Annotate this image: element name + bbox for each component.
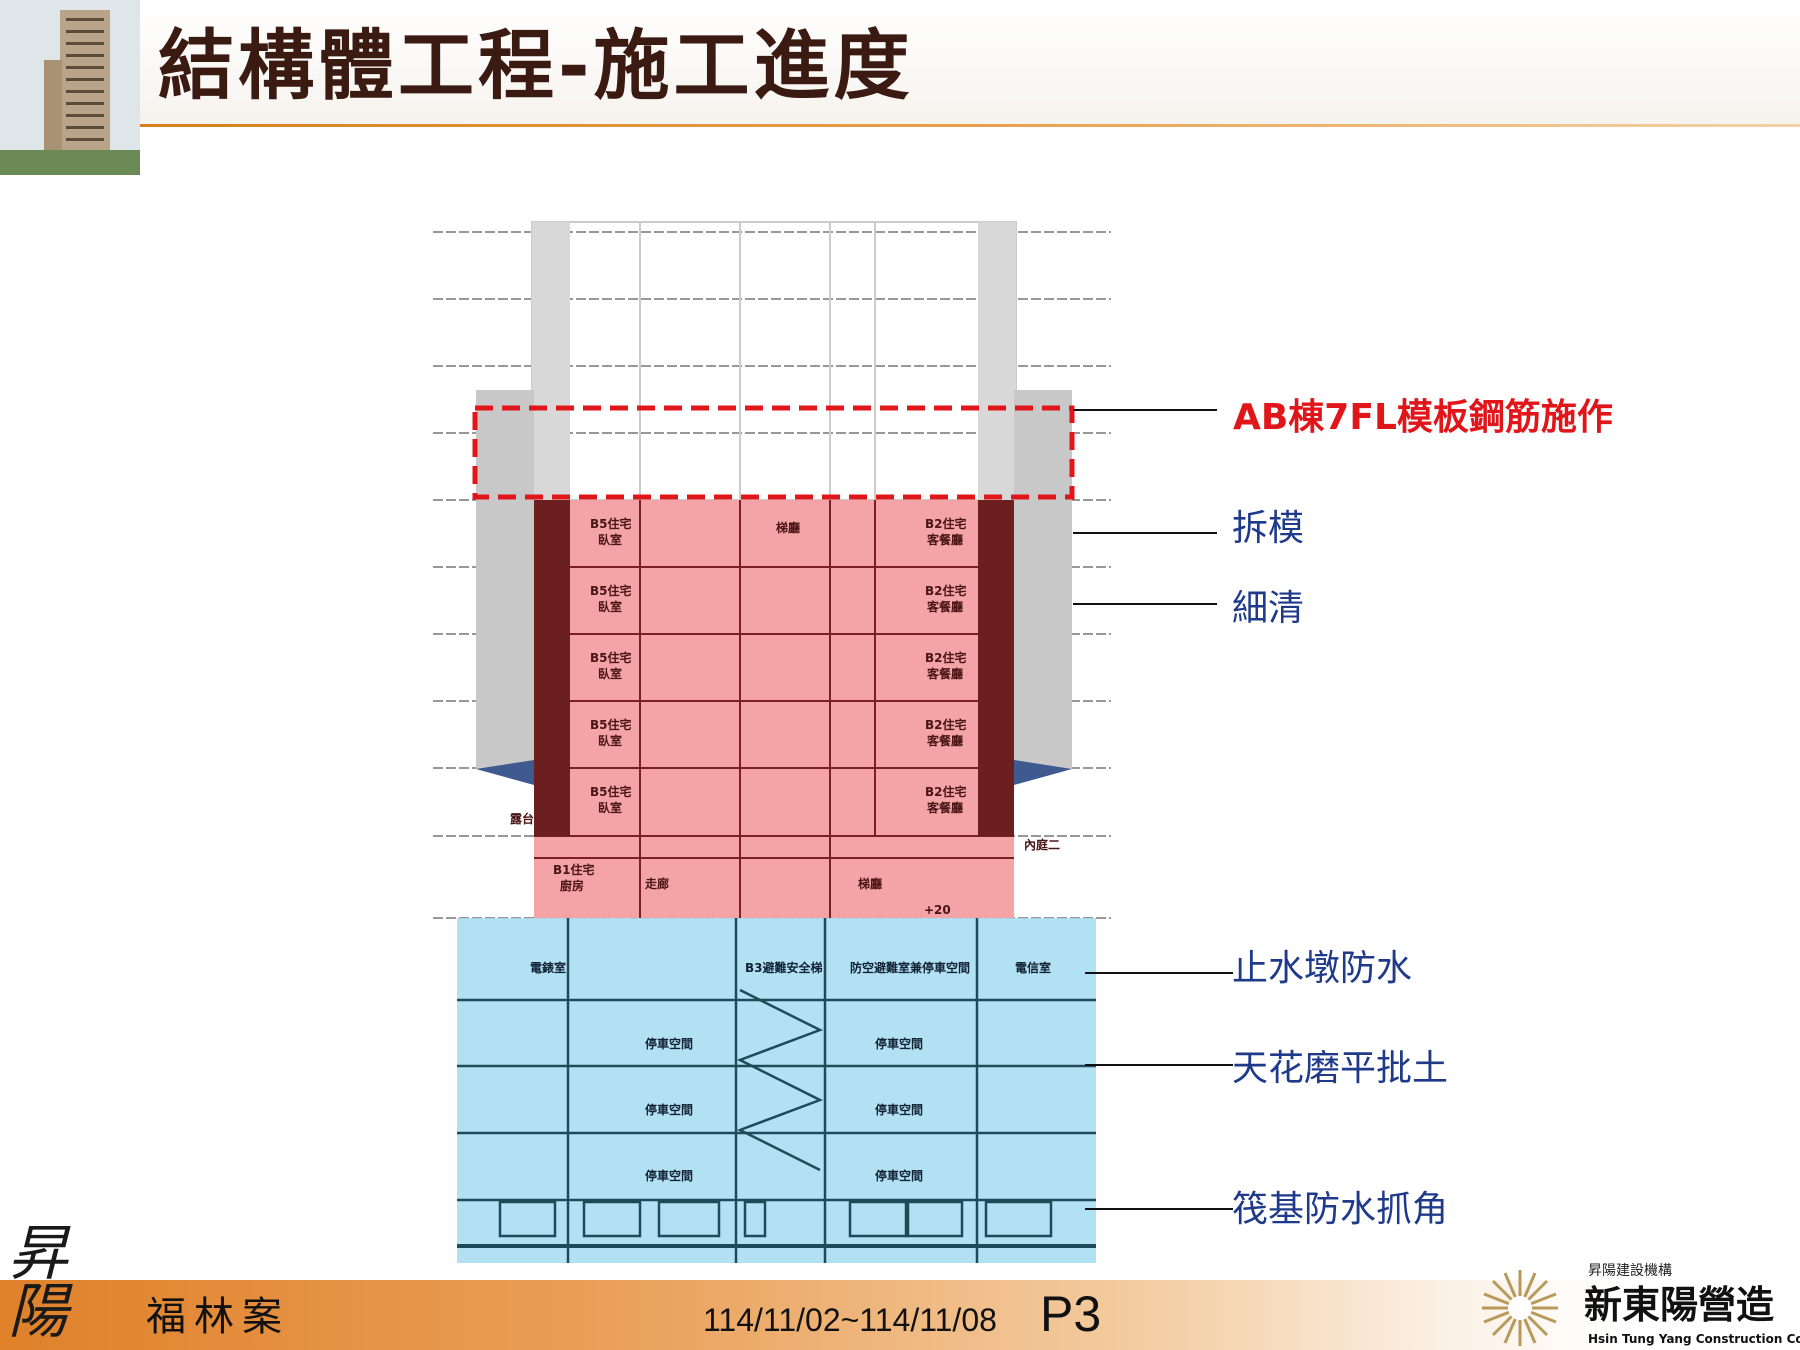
room-label: B2住宅 (925, 583, 967, 598)
room-label: B2住宅 (925, 650, 967, 665)
room-label: B3避難安全梯 (745, 960, 823, 975)
room-label: B2住宅 (925, 717, 967, 732)
label-formwork-removal: 拆模 (1232, 508, 1305, 549)
header-band (140, 0, 1800, 126)
room-sub-label: 客餐廳 (926, 733, 963, 748)
basement-floors (457, 918, 1096, 1263)
room-sub-label: 客餐廳 (926, 599, 963, 614)
company-group: 昇陽建設機構 (1588, 1263, 1672, 1279)
stair-left (534, 500, 570, 836)
label-cleaning: 細清 (1232, 588, 1305, 629)
room-label: 露台 (510, 811, 534, 826)
room-label: +20 (924, 903, 951, 917)
scaffold-right (1014, 390, 1072, 769)
room-label: 停車空間 (645, 1168, 693, 1183)
room-sub-label: 臥室 (598, 666, 622, 681)
page-number: P3 (1040, 1286, 1102, 1342)
label-raft: 筏基防水抓角 (1232, 1189, 1449, 1230)
ghost-stair-right (978, 222, 1016, 500)
scaffold-bracket-right (1014, 760, 1072, 785)
leader-line (1085, 1208, 1233, 1210)
scaffold-left (476, 390, 534, 769)
room-label: B5住宅 (590, 650, 632, 665)
room-label: 防空避難室兼停車空間 (850, 960, 970, 975)
room-label: B1住宅 (553, 862, 595, 877)
room-label: 停車空間 (875, 1168, 923, 1183)
room-label: B2住宅 (925, 516, 967, 531)
leader-line (1073, 409, 1217, 411)
scaffold-bracket-left (476, 760, 534, 785)
room-label: 內庭二 (1024, 837, 1060, 852)
leader-line (1073, 603, 1217, 605)
room-label: 梯廳 (776, 520, 800, 535)
room-sub-label: 臥室 (598, 800, 622, 815)
completed-floors (534, 500, 1014, 918)
project-name: 福林案 (146, 1294, 290, 1340)
ghost-stair-left (532, 222, 570, 500)
room-sub-label: 客餐廳 (926, 532, 963, 547)
room-sub-label: 臥室 (598, 599, 622, 614)
room-label: B5住宅 (590, 717, 632, 732)
room-label: B5住宅 (590, 583, 632, 598)
room-sub-label: 客餐廳 (926, 800, 963, 815)
current-work-highlight (472, 405, 1075, 500)
room-sub-label: 客餐廳 (926, 666, 963, 681)
leader-line (1073, 532, 1217, 534)
room-label: 電錶室 (530, 960, 566, 975)
room-label: 梯廳 (858, 876, 882, 891)
building-thumbnail (0, 0, 140, 175)
label-current-work: AB棟7FL模板鋼筋施作 (1233, 397, 1613, 438)
room-label: 停車空間 (645, 1036, 693, 1051)
stair-right (978, 500, 1014, 836)
company-name-en: Hsin Tung Yang Construction Corp (1588, 1332, 1800, 1346)
page-title: 結構體工程-施工進度 (158, 21, 914, 110)
room-label: 停車空間 (875, 1102, 923, 1117)
company-name: 新東陽營造 (1584, 1282, 1775, 1327)
room-sub-label: 廚房 (560, 878, 584, 893)
room-label: 停車空間 (645, 1102, 693, 1117)
date-range: 114/11/02~114/11/08 (703, 1302, 997, 1338)
room-label: 停車空間 (875, 1036, 923, 1051)
room-label: 走廊 (645, 876, 669, 891)
title-underline (140, 124, 1800, 127)
room-sub-label: 臥室 (598, 532, 622, 547)
room-sub-label: 臥室 (598, 733, 622, 748)
label-ceiling: 天花磨平批土 (1232, 1048, 1449, 1089)
room-label: B5住宅 (590, 516, 632, 531)
room-label: B5住宅 (590, 784, 632, 799)
leader-line (1085, 1064, 1233, 1066)
room-label: 電信室 (1015, 960, 1051, 975)
leader-line (1085, 972, 1233, 974)
label-waterstop: 止水墩防水 (1232, 948, 1413, 989)
sunburst-logo-icon (1482, 1270, 1558, 1346)
signature-logo: 昇陽 (8, 1219, 68, 1347)
room-label: B2住宅 (925, 784, 967, 799)
